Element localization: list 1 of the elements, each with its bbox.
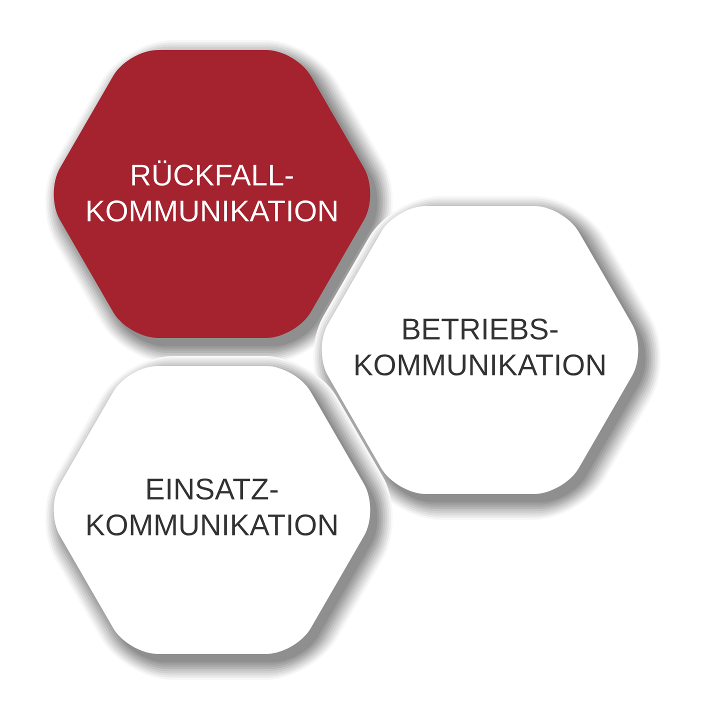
hexagon: RÜCKFALL- KOMMUNIKATION xyxy=(54,50,370,338)
